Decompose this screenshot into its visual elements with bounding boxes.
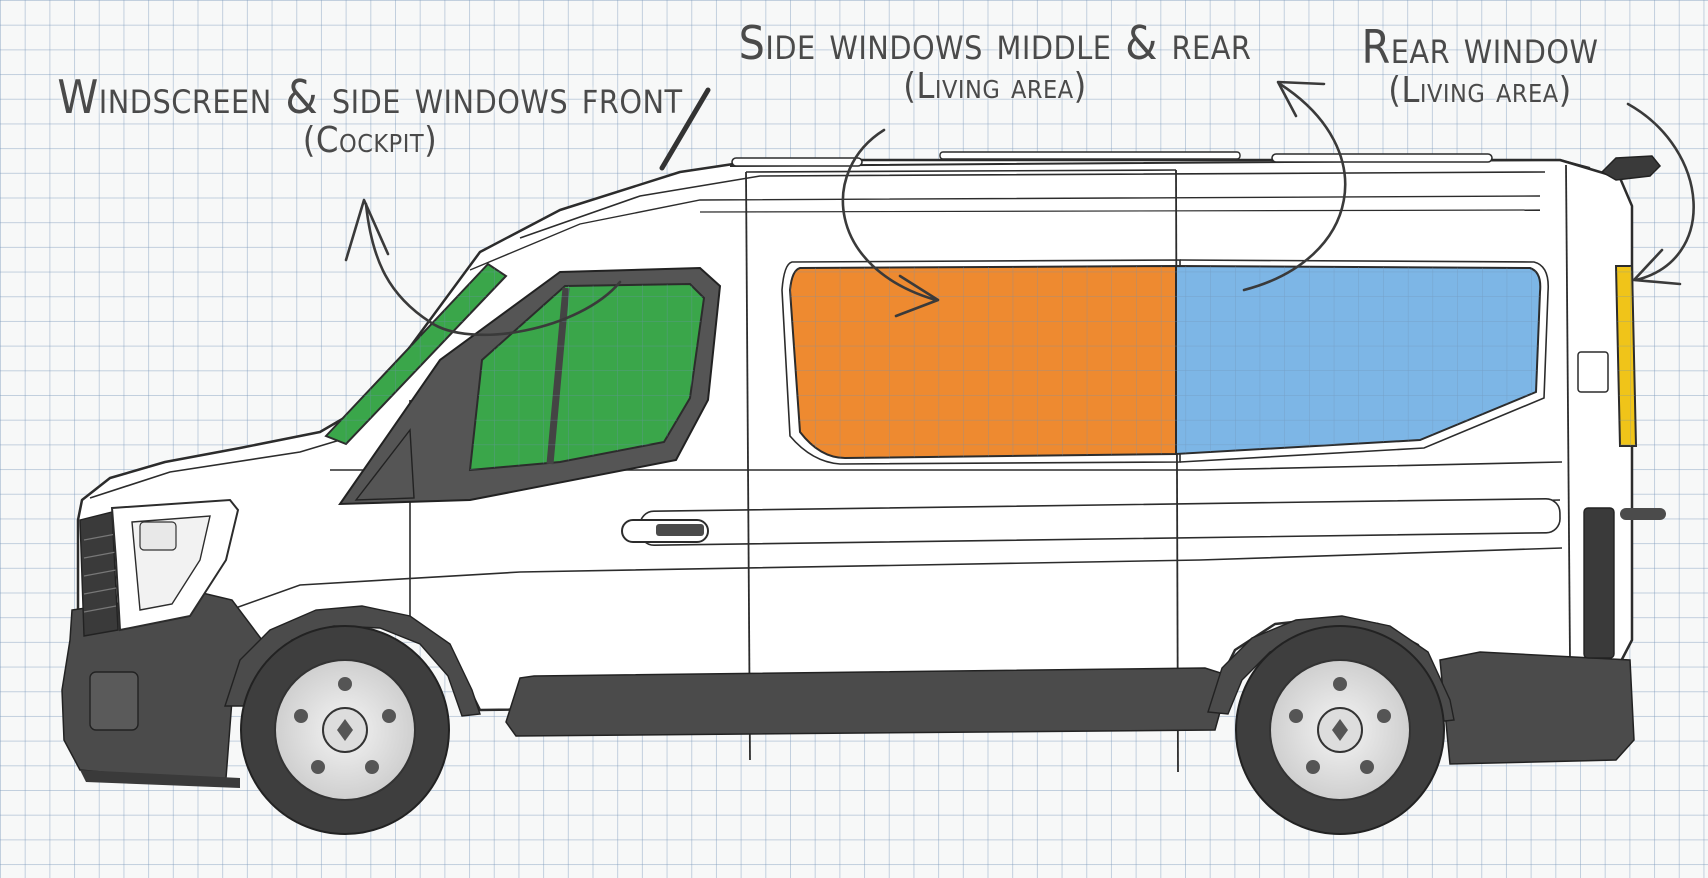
label-front-windows: Windscreen & side windows front (Cockpit… [40, 72, 700, 160]
bumper-lower-lip [80, 770, 240, 788]
middle-arrow [841, 128, 938, 302]
annotation-arrows [344, 80, 1695, 337]
side-crease-lower [229, 547, 1563, 611]
label-rear-sub: (Living area) [1388, 70, 1572, 111]
roof-antenna [659, 87, 711, 171]
middle-window-surround [781, 259, 1181, 465]
front-wheel [240, 625, 450, 835]
roof-line-3 [699, 209, 1541, 213]
sliding-door-top [745, 169, 1177, 173]
middle-arrowhead [894, 274, 940, 318]
front-wheel-spokes [294, 677, 396, 774]
rear-window-grid [1616, 266, 1636, 446]
label-middle-windows: Side windows middle & rear (Living area) [700, 18, 1290, 106]
label-middle-main: Side windows middle & rear [738, 16, 1252, 70]
headlight-lens [139, 521, 177, 551]
label-rear-window: Rear window (Living area) [1340, 22, 1620, 110]
rear-hinge-box [1577, 351, 1609, 393]
roof-rack-rear [1271, 153, 1493, 163]
rear-arrow [1626, 102, 1695, 282]
rear-door-handle [1620, 508, 1666, 520]
quarter-glass [354, 428, 415, 501]
rear-arrowhead [1632, 248, 1682, 286]
front-grille [79, 511, 119, 637]
roof-rail [729, 158, 1591, 169]
hood-line [89, 439, 341, 499]
windows [324, 259, 1638, 506]
front-wheel-logo [337, 719, 353, 741]
front-arrow [364, 202, 622, 337]
rear-side-window-surround [1179, 259, 1550, 463]
roof-rail-line [519, 171, 1546, 239]
roof-rack-mid [939, 151, 1241, 160]
lower-sill [505, 667, 1231, 737]
roof-line-2 [469, 195, 1541, 271]
rear-door-seam [1565, 164, 1571, 661]
front-arrowhead [344, 198, 390, 262]
sliding-door-seam-front [745, 171, 751, 761]
rear-wheel-logo [1332, 719, 1348, 741]
middle-window-grid [790, 266, 1176, 458]
rear-roof-light [1600, 155, 1662, 181]
rear-side-window-grid [1176, 266, 1541, 454]
label-middle-sub: (Living area) [903, 66, 1087, 107]
windscreen-grid [326, 264, 506, 444]
roof-rack-front [731, 157, 863, 167]
label-front-main: Windscreen & side windows front [57, 70, 683, 124]
label-front-sub: (Cockpit) [302, 120, 438, 161]
rear-wheel [1235, 625, 1445, 835]
fog-lamp-housing [89, 671, 139, 731]
grille-slats [83, 533, 117, 613]
label-rear-main: Rear window [1361, 20, 1599, 74]
middle-arrow-2 [1242, 82, 1347, 292]
door-handle-grip [656, 524, 704, 536]
rear-wheel-spokes [1289, 677, 1391, 774]
rear-light [1583, 507, 1615, 659]
rear-sill [1439, 651, 1635, 765]
middle-arrowhead-2 [1276, 80, 1326, 118]
